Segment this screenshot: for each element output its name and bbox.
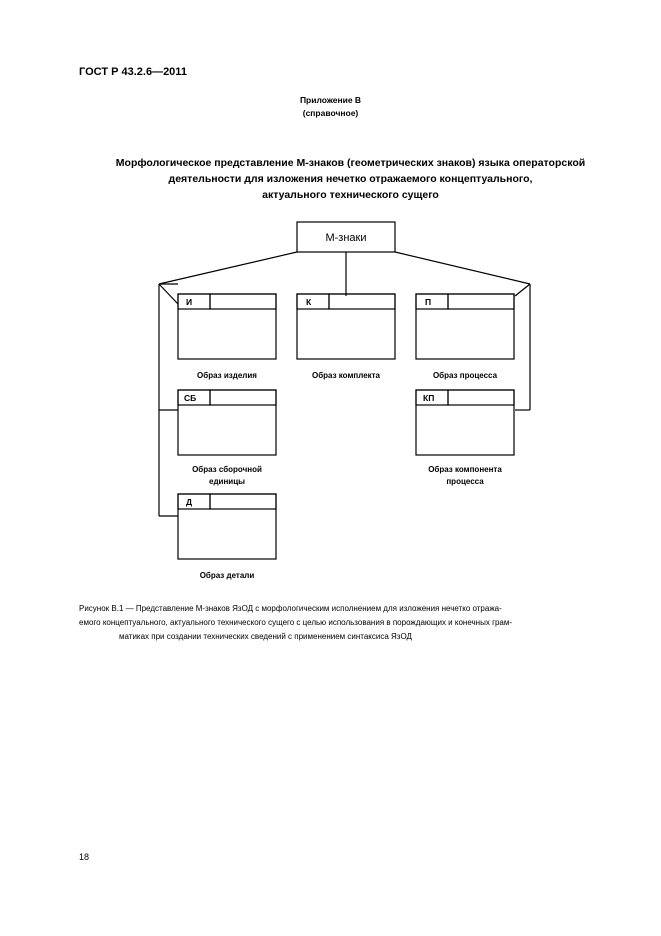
node-caption-d: Образ детали [200,571,255,580]
node-code-sb: СБ [184,393,196,403]
standard-designation: ГОСТ Р 43.2.6—2011 [79,66,187,78]
connector-right-to-p [514,283,531,297]
title-line-3: актуального технического сущего [262,189,439,201]
figure-caption-line-3: матиках при создании технических сведени… [119,632,412,641]
node-code-d: Д [186,497,192,507]
node-caption-kp-1: Образ компонента [428,465,502,474]
node-code-p: П [425,297,431,307]
node-code-k: К [306,297,312,307]
node-caption-sb-2: единицы [209,477,245,486]
connector-right-diagonal [394,251,531,285]
figure-caption-line-1: Рисунок В.1 — Представление М-знаков ЯзО… [79,604,502,613]
node-box-kp [415,389,515,456]
document-title: Морфологическое представление М-знаков (… [60,155,641,203]
node-box-i [177,293,277,360]
node-box-p [415,293,515,360]
appendix-type: (справочное) [302,108,359,118]
node-caption-p: Образ процесса [433,371,498,380]
connector-left-to-izdeliya [158,283,179,305]
node-code-i: И [186,297,192,307]
title-line-2: деятельности для изложения нечетко отраж… [168,173,533,185]
connector-left-diagonal [158,251,298,285]
figure-caption: Рисунок В.1 — Представление М-знаков ЯзО… [79,602,619,644]
node-box-k [296,293,396,360]
node-caption-sb-1: Образ сборочной [192,465,262,474]
title-line-1: Морфологическое представление М-знаков (… [115,157,586,169]
figure-caption-line-2: емого концептуального, актуального техни… [79,618,513,627]
node-box-d [177,493,277,560]
node-caption-i: Образ изделия [197,371,257,380]
node-caption-k: Образ комплекта [312,371,381,380]
page-number: 18 [79,852,90,862]
root-label: М-знаки [325,232,366,244]
appendix-label: Приложение В [299,95,362,105]
node-code-kp: КП [423,393,434,403]
node-box-sb [177,389,277,456]
node-caption-kp-2: процесса [446,477,484,486]
